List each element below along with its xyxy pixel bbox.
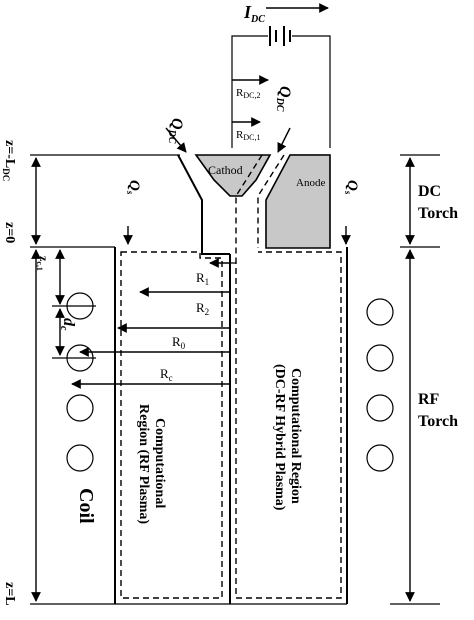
dc-circuit: IDC — [231, 2, 331, 148]
coil-turn — [366, 444, 394, 472]
region-hybrid-boundary — [235, 251, 342, 599]
cathode — [194, 154, 272, 197]
region-hybrid-label-1: Computational Region — [288, 368, 303, 504]
z-coil-label: zc,1 — [35, 256, 51, 271]
r0-label: R0 — [172, 334, 186, 351]
z-bottom-label: z=L — [2, 582, 17, 606]
dc-radii: RDC,2 RDC,1 — [232, 75, 269, 142]
qdc-right-arrow — [277, 127, 291, 153]
r1-label: R1 — [196, 270, 209, 287]
rf-torch-label-1: RF — [418, 391, 440, 408]
rf-radii: R1 R2 R0 Rc — [71, 258, 236, 389]
qs-right-label: Qs — [343, 180, 360, 195]
z-top-label: z=-LDC — [1, 140, 17, 181]
qdc-left-label: QDC — [166, 118, 185, 144]
region-hybrid-label-2: (DC-RF Hybrid Plasma) — [272, 364, 287, 511]
coil-turn — [366, 394, 394, 422]
region-rf-label-2: Region (RF Plasma) — [136, 404, 151, 524]
r2-label: R2 — [196, 300, 209, 317]
dc-spacing-label: dc — [58, 318, 77, 331]
coil-turn — [66, 444, 94, 472]
qs-left-label: Qs — [125, 180, 142, 195]
coil-turn — [366, 298, 394, 326]
region-labels: Computational Region (RF Plasma) Computa… — [136, 364, 303, 524]
axis-dimensions: z=-LDC z=0 z=L zc,1 dc — [1, 140, 96, 606]
region-rf-label-1: Computational — [152, 418, 167, 508]
qdc-left-arrow — [165, 127, 187, 153]
rf-torch-label-2: Torch — [418, 413, 458, 430]
anode-label: Anode — [296, 177, 325, 189]
coil-right — [366, 298, 394, 472]
current-label: IDC — [243, 2, 265, 25]
dc-torch-label-2: Torch — [418, 205, 458, 222]
z-zero-label: z=0 — [2, 222, 17, 243]
rdc1-label: RDC,1 — [236, 129, 260, 142]
circuit-wire — [231, 35, 331, 148]
qdc-right-label: QDC — [274, 86, 293, 112]
anode — [265, 154, 331, 249]
cathode-label: Cathod — [208, 163, 243, 177]
rf-tube — [30, 247, 348, 605]
heat-flux: QDC QDC Qs Qs — [123, 86, 360, 245]
nozzle-wall — [177, 154, 230, 255]
rc-label: Rc — [160, 366, 173, 383]
torch-dimensions: DC Torch RF Torch — [390, 154, 458, 605]
coil-label: Coil — [75, 488, 97, 524]
dc-torch-label-1: DC — [418, 183, 441, 200]
rdc2-label: RDC,2 — [236, 87, 260, 100]
dc-torch-body: Cathod Anode — [30, 154, 331, 258]
coil-turn — [66, 394, 94, 422]
coil-turn — [366, 344, 394, 372]
